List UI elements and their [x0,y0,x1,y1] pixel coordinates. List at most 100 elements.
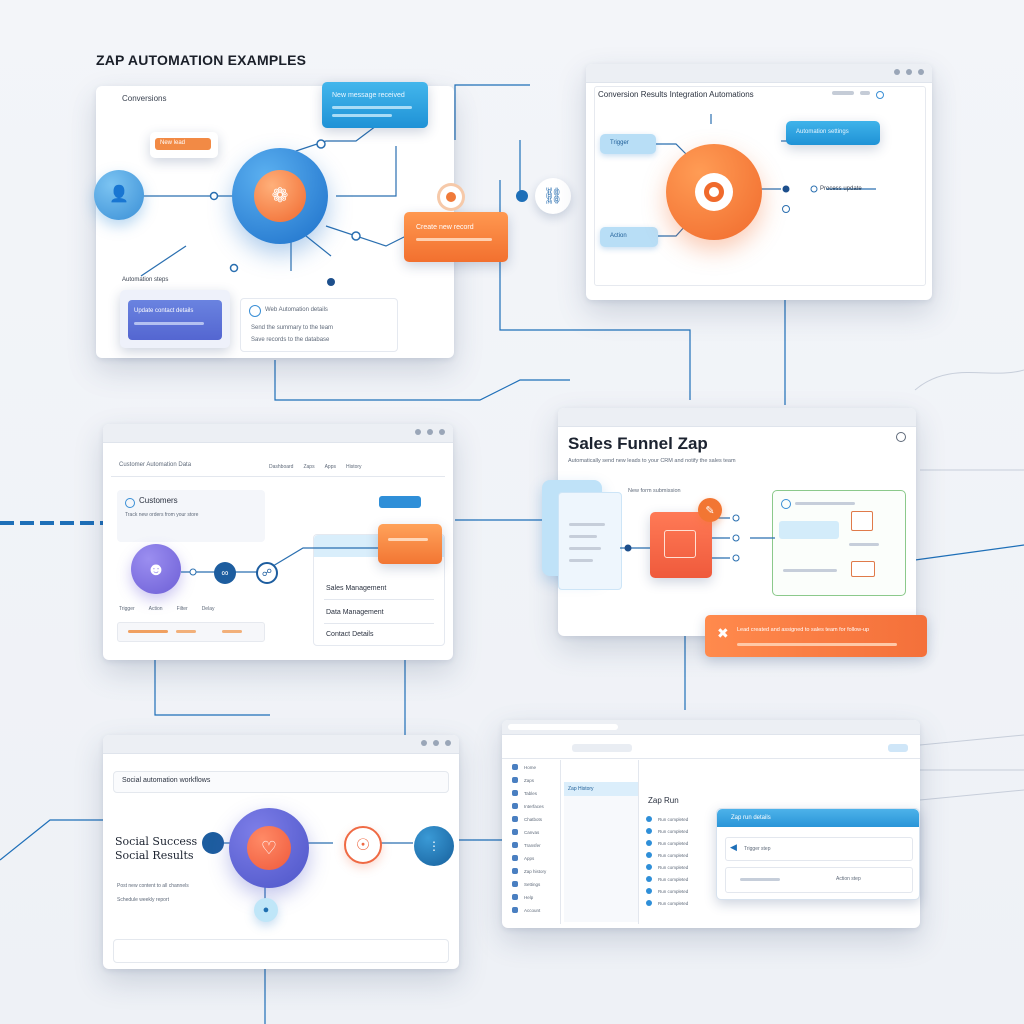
sidebar-item-help[interactable]: Help [512,892,558,902]
hub-ring [695,173,733,211]
run-details-dialog[interactable]: Zap run details ◀ Trigger step Action st… [716,808,920,900]
table-row[interactable]: Run completed [646,874,746,884]
dark-blue-node[interactable]: ⋮ [414,826,454,866]
callout-orange: New lead [150,132,218,158]
sidebar-item-settings[interactable]: Settings [512,879,558,889]
integration-box[interactable] [772,490,906,596]
arrow-left-icon: ◀ [730,842,737,852]
user-node[interactable]: 👤 [94,170,144,220]
social-icon: ♡ [260,838,278,858]
bottom-field[interactable] [113,939,449,963]
dialog-field[interactable]: ◀ Trigger step [725,837,913,861]
share-node[interactable]: ⛓ [535,178,571,214]
list-item[interactable]: Contact Details [326,631,374,638]
purple-app-node[interactable]: ☻ [131,544,181,594]
team-icon: ❁ [271,185,289,207]
orange-dot-node[interactable] [440,186,462,208]
info-text: Web Automation details [265,307,328,313]
sidebar-item-interfaces[interactable]: Interfaces [512,801,558,811]
hub-core: ❁ [254,170,306,222]
funnel-subline: Automatically send new leads to your CRM… [568,458,736,464]
header-button[interactable] [888,744,908,752]
sidebar-item-zaps[interactable]: Zaps [512,775,558,785]
dialog-field-2[interactable]: Action step [725,867,913,893]
process-label: Process update [820,186,862,192]
main-hub-node[interactable]: ❁ [232,148,328,244]
table-row[interactable]: Run completed [646,886,746,896]
sidebar-item-transfer[interactable]: Transfer [512,840,558,850]
link-icon: ∞ [221,567,229,579]
table-row[interactable]: Run completed [646,862,746,872]
close-icon[interactable] [896,432,906,442]
sidebar-item-account[interactable]: Account [512,905,558,915]
list-item[interactable]: Data Management [326,609,384,616]
step-label: New form submission [628,488,681,494]
social-core: ♡ [247,826,291,870]
app-icon: ☻ [146,559,166,579]
section-subline: Track new orders from your store [125,512,199,518]
section-icon [125,498,135,508]
list-item[interactable]: Sales Management [326,585,387,592]
sidebar-item-chatbots[interactable]: Chatbots [512,814,558,824]
nav-item-apps[interactable]: Apps [324,464,336,470]
orange-action-card[interactable]: Create new record [404,212,508,262]
info-dots-icon: ⋮ [428,839,440,853]
dialog-item: Action step [836,876,861,882]
callout-orange-text: New lead [160,140,186,146]
callout-blue-text: New message received [332,92,405,99]
target-node[interactable]: ☉ [344,826,382,864]
top-nav: Dashboard Zaps Apps History [269,464,362,470]
chip-delay[interactable]: Delay [201,606,215,612]
sidebar-item-canvas[interactable]: Canvas [512,827,558,837]
red-action-card[interactable] [650,512,712,578]
steps-subhead: Automation steps [122,277,169,283]
sidebar-item-home[interactable]: Home [512,762,558,772]
table-row[interactable]: Run completed [646,838,746,848]
sidebar-item-zap-history[interactable]: Zap history [512,866,558,876]
x-icon: ✖ [717,625,729,641]
panel-social: Social automation workflows Social Succe… [103,735,459,969]
table-row[interactable]: Run completed [646,826,746,836]
orange-badge[interactable]: ✎ [698,498,722,522]
section-card: Customers Track new orders from your sto… [117,490,265,542]
action-pill[interactable]: Action [600,227,658,247]
panel-header: Conversions [122,94,167,103]
social-hub-node[interactable]: ♡ [229,808,309,888]
nav-item-history[interactable]: History [346,464,362,470]
table-row[interactable]: Run completed [646,814,746,824]
settings-tag[interactable]: Automation settings [786,121,880,145]
purple-update-card[interactable]: Update contact details [120,290,230,348]
sidebar-item-tables[interactable]: Tables [512,788,558,798]
blue-small-node[interactable] [202,832,224,854]
window-titlebar [103,735,459,754]
orange-hub-node[interactable] [666,144,762,240]
nav-item-dashboard[interactable]: Dashboard [269,464,294,470]
settings-tag-text: Automation settings [796,129,849,135]
dialog-title: Zap run details [731,815,771,821]
trigger-pill[interactable]: Trigger [600,134,656,154]
table-row[interactable]: Run completed [646,898,746,908]
info-line-1: Send the summary to the team [251,325,334,331]
primary-button[interactable] [379,496,421,508]
nav-item-zaps[interactable]: Zaps [303,464,315,470]
bottom-bulb-node[interactable]: ● [254,898,278,922]
chip-action[interactable]: Action [148,606,163,612]
address-bar[interactable] [572,744,632,752]
history-list: Zap History [564,782,638,922]
doc-card[interactable] [558,492,622,590]
table-row[interactable]: Run completed [646,850,746,860]
blue-step-node[interactable]: ∞ [214,562,236,584]
window-titlebar [586,64,932,83]
social-header: Social automation workflows [122,777,211,784]
chip-trigger[interactable]: Trigger [119,606,135,612]
sidebar-item-apps[interactable]: Apps [512,853,558,863]
status-banner[interactable]: ✖ Lead created and assigned to sales tea… [705,615,927,657]
branch-icon: ☍ [261,567,273,579]
chip-filter[interactable]: Filter [176,606,188,612]
banner-text: Lead created and assigned to sales team … [737,627,870,633]
target-icon: ☉ [355,837,371,854]
bulb-icon: ● [262,904,270,916]
orange-step-card[interactable] [378,524,442,564]
blue-step-node-2[interactable]: ☍ [256,562,278,584]
search-field[interactable]: Social automation workflows [113,771,449,793]
